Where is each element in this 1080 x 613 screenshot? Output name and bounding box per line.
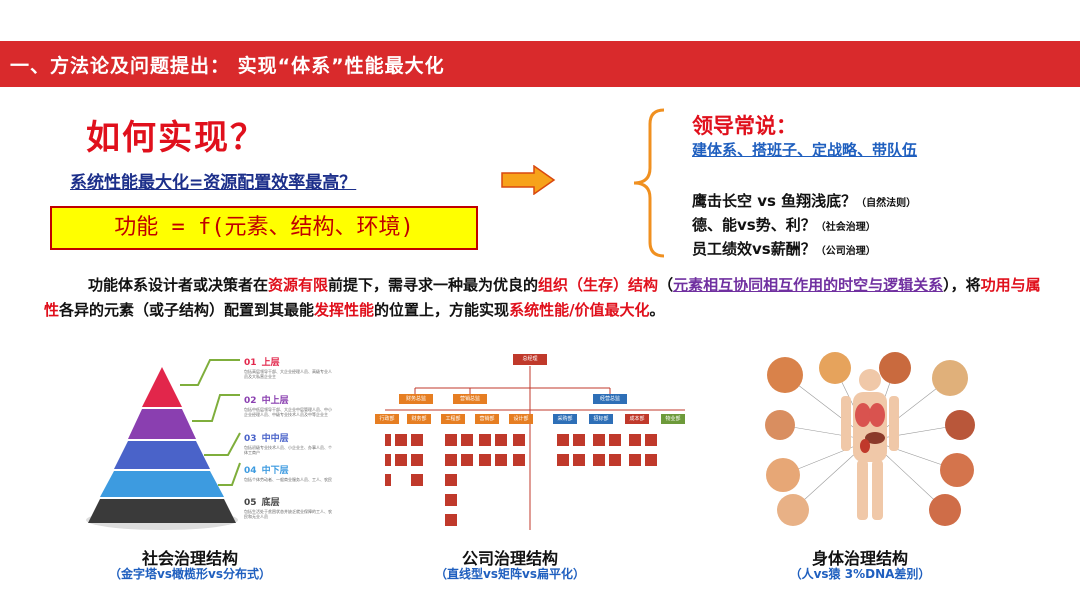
subcaption-social: （金字塔vs橄榄形vs分布式） <box>109 567 271 581</box>
org-dept: 工程部 <box>441 414 465 424</box>
pyramid-level-1 <box>142 367 182 407</box>
main-title: 如何实现？ <box>86 118 266 158</box>
org-root: 总经理 <box>513 354 547 365</box>
section-banner: 一、方法论及问题提出： 实现“体系”性能最大化 <box>0 41 1080 87</box>
org-dept: 物业部 <box>661 414 685 424</box>
body-paragraph: 功能体系设计者或决策者在资源有限前提下，需寻求一种最为优良的组织（生存）结构（元… <box>44 276 1041 319</box>
caption-social: 社会治理结构 <box>141 549 238 568</box>
pyramid-level-4 <box>100 471 224 497</box>
formula-box: 功能 = f(元素、结构、环境) <box>50 206 478 250</box>
pyramid-level-3 <box>114 441 210 469</box>
org-dept: 设计部 <box>509 414 533 424</box>
main-subtitle: 系统性能最大化=资源配置效率最高？ <box>70 173 357 193</box>
subcaption-company: （直线型vs矩阵vs扁平化） <box>435 567 585 581</box>
org-chart: 总经理 财务总监 营销总监 经营总监 行政部 财务部 工程部 营销部 设计部 采… <box>375 350 695 530</box>
body-systems-diagram <box>765 350 975 530</box>
pyramid-legend: 01 上层包括高层领导干部、大企业经理人员、高级专业人员及大私营企业主 02 中… <box>244 358 332 519</box>
banner-title: 一、方法论及问题提出： 实现“体系”性能最大化 <box>10 55 445 77</box>
top-margin <box>0 0 1080 37</box>
right-arrow-icon <box>501 165 556 195</box>
pyramid-diagram <box>86 359 241 530</box>
org-dept: 行政部 <box>375 414 399 424</box>
leaders-subtitle: 建体系、搭班子、定战略、带队伍 <box>692 141 918 159</box>
org-dept: 采购部 <box>553 414 577 424</box>
org-vp: 营销总监 <box>453 394 487 404</box>
org-dept: 成本部 <box>625 414 649 424</box>
subcaption-body: （人vs猿 3%DNA差别） <box>789 567 931 581</box>
caption-company: 公司治理结构 <box>461 549 558 568</box>
leaders-line: 德、能vs势、利？（社会治理） <box>692 216 876 234</box>
leaders-line: 鹰击长空 vs 鱼翔浅底？（自然法则） <box>692 192 917 210</box>
leaders-line: 员工绩效vs薪酬？（公司治理） <box>692 240 876 258</box>
caption-body: 身体治理结构 <box>811 549 908 568</box>
org-vp: 财务总监 <box>399 394 433 404</box>
org-dept: 营销部 <box>475 414 499 424</box>
left-brace-icon <box>633 108 665 258</box>
leaders-title: 领导常说： <box>692 114 797 138</box>
org-dept: 财务部 <box>407 414 431 424</box>
org-vp: 经营总监 <box>593 394 627 404</box>
pyramid-level-5 <box>88 499 236 523</box>
pyramid-level-2 <box>128 409 196 439</box>
org-dept: 招标部 <box>589 414 613 424</box>
